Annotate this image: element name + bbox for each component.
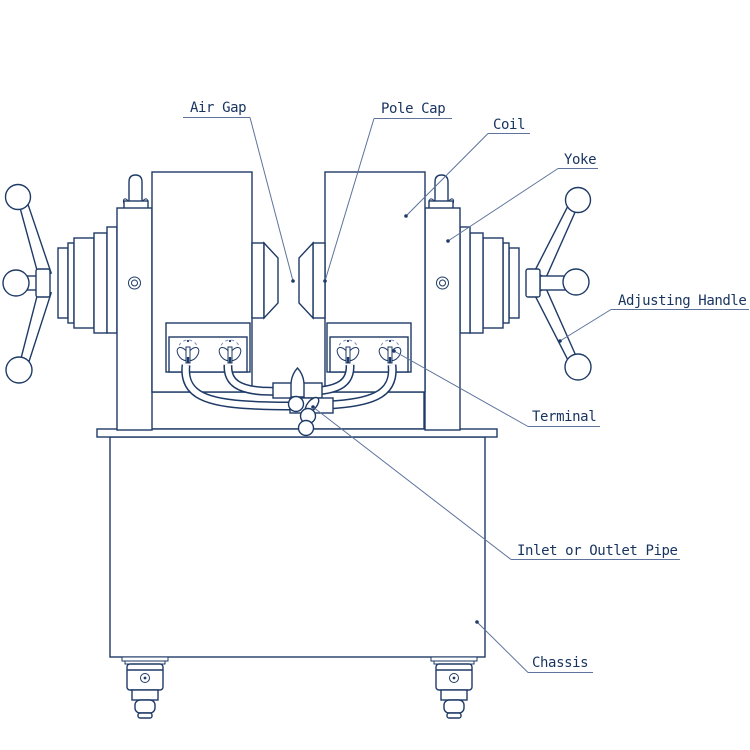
yoke-left-group — [116, 174, 153, 431]
spoke-left-top — [19, 203, 53, 278]
hub-boss-right — [525, 268, 541, 298]
handle-ball — [2, 269, 30, 297]
chassis-top-plate — [96, 428, 498, 438]
spoke-right-top — [533, 205, 578, 279]
machine-base — [96, 391, 498, 719]
yoke-right — [424, 207, 461, 431]
terminal-box-right — [326, 322, 412, 373]
label-chassis: Chassis — [532, 655, 588, 671]
label-terminal: Terminal — [532, 409, 596, 425]
caster-left — [121, 656, 169, 719]
callout-lines — [183, 117, 749, 673]
chassis-box — [109, 436, 486, 658]
handwheel-left — [2, 183, 53, 384]
flange-left — [106, 226, 118, 334]
callout-labels: Air Gap Pole Cap Coil Yoke Adjusting Han… — [190, 100, 747, 671]
pipe-fitting — [297, 419, 315, 437]
handle-ball — [562, 268, 590, 296]
spoke-left-bottom — [20, 288, 53, 363]
pipe-fitting — [287, 395, 305, 413]
yoke-left — [116, 207, 153, 431]
label-yoke: Yoke — [564, 152, 596, 168]
yoke-right-group — [424, 174, 461, 431]
label-adjusting-handle: Adjusting Handle — [618, 293, 746, 309]
handle-ball — [564, 186, 592, 214]
pole-cap-left — [251, 241, 279, 320]
flange-right — [459, 226, 471, 334]
terminal-box-left — [165, 322, 251, 373]
caster-right — [430, 656, 478, 719]
handle-ball — [5, 356, 33, 384]
spoke-right-bottom — [533, 287, 578, 361]
hub-boss-left — [35, 268, 51, 298]
label-air-gap: Air Gap — [190, 100, 246, 116]
spoke-right-middle — [539, 275, 567, 291]
handle-ball — [564, 353, 592, 381]
pole-cap-right — [298, 241, 326, 320]
manifold-finial — [290, 366, 305, 398]
handle-ball — [4, 183, 32, 211]
label-pole-cap: Pole Cap — [381, 101, 445, 117]
pipe-manifold — [272, 366, 334, 437]
label-coil: Coil — [493, 117, 525, 133]
handwheel-right — [525, 186, 592, 381]
label-inlet-outlet-pipe: Inlet or Outlet Pipe — [517, 543, 678, 559]
adjust-screw-right — [459, 226, 520, 334]
adjust-screw-left — [57, 226, 118, 334]
